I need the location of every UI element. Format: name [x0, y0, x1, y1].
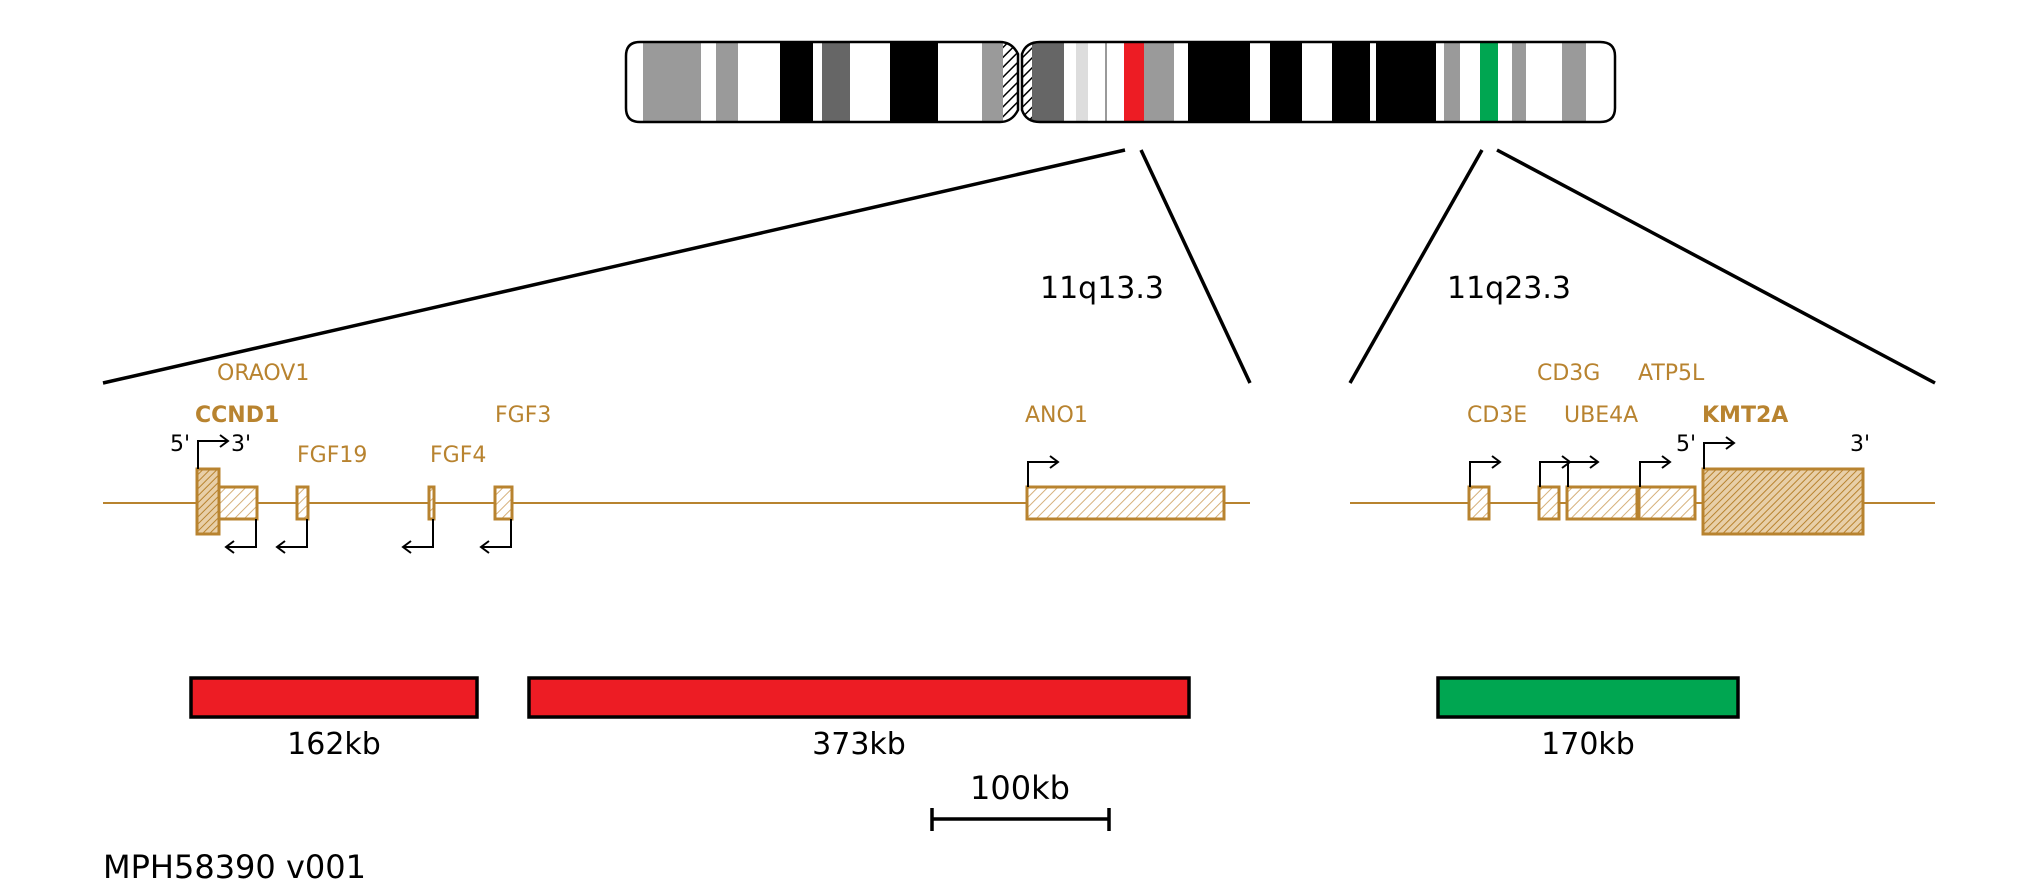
q-arm-outline — [1020, 40, 1617, 124]
band — [822, 42, 850, 122]
gene-label-cd3e: CD3E — [1467, 403, 1527, 428]
band — [716, 42, 738, 122]
band — [780, 42, 813, 122]
tss-arrow-ccnd1 — [197, 434, 230, 469]
zoom-line-left-a — [102, 148, 1126, 385]
band — [1076, 42, 1088, 122]
band — [982, 42, 1004, 122]
kmt2a-probe-band — [1480, 42, 1498, 122]
band — [1444, 42, 1460, 122]
p-arm-outline — [624, 40, 1020, 124]
probe-size-label-2: 373kb — [812, 727, 906, 762]
band — [890, 42, 938, 122]
probe-bar-red-2 — [527, 676, 1191, 719]
tss-arrow-atp5l — [1639, 455, 1672, 487]
chromosome-p-arm — [626, 42, 1018, 122]
tss-arrow-fgf4 — [401, 519, 434, 554]
band — [1105, 42, 1107, 122]
three-prime-label-ccnd1: 3' — [231, 432, 251, 457]
probe-size-label-1: 162kb — [287, 727, 381, 762]
gene-label-cd3g: CD3G — [1537, 361, 1600, 386]
ccnd1-probe-band — [1124, 42, 1144, 122]
tss-arrow-fgf3 — [479, 519, 512, 554]
locus-11q13: ORAOV1 CCND1 FGF19 FGF4 FGF3 ANO1 5' 3' — [103, 361, 1250, 554]
band — [1562, 42, 1586, 122]
tss-arrow-kmt2a — [1703, 436, 1736, 469]
band — [1144, 42, 1174, 122]
gene-label-ccnd1: CCND1 — [195, 403, 279, 428]
gene-fgf4 — [427, 485, 436, 521]
chromosome-ideogram — [624, 40, 1617, 124]
scale-bar: 100kb — [930, 769, 1111, 831]
centromere — [1003, 42, 1018, 122]
gene-fgf19 — [295, 485, 310, 521]
gene-fgf3 — [493, 485, 514, 521]
five-prime-label-kmt2a: 5' — [1676, 432, 1696, 457]
gene-label-fgf4: FGF4 — [430, 443, 486, 468]
scale-bar-label: 100kb — [970, 769, 1070, 807]
probe-bar-green — [1436, 676, 1740, 719]
probe-bar-red-1 — [189, 676, 479, 719]
tss-arrow-ano1 — [1027, 455, 1060, 487]
gene-label-fgf3: FGF3 — [495, 403, 551, 428]
product-code: MPH58390 v001 — [103, 848, 366, 886]
centromere — [1022, 42, 1032, 122]
chromosome-q-arm — [1022, 42, 1615, 122]
gene-label-kmt2a: KMT2A — [1702, 403, 1788, 428]
band — [1032, 42, 1064, 122]
gene-cd3g — [1537, 485, 1561, 521]
gene-label-fgf19: FGF19 — [297, 443, 367, 468]
probe-bars: 162kb 373kb 170kb — [189, 676, 1740, 762]
gene-label-oraov1: ORAOV1 — [217, 361, 309, 386]
tss-arrow-ube4a — [1567, 455, 1600, 487]
region-label-11q13: 11q13.3 — [1040, 271, 1164, 306]
locus-11q23: CD3E CD3G UBE4A ATP5L KMT2A 5' 3' — [1350, 361, 1935, 536]
gene-kmt2a — [1701, 467, 1865, 536]
gene-ano1 — [1025, 485, 1226, 521]
band — [643, 42, 701, 122]
tss-arrow-cd3e — [1469, 455, 1502, 487]
band — [1512, 42, 1526, 122]
tss-arrow-oraov1 — [224, 519, 257, 554]
zoom-lines — [102, 148, 1936, 385]
gene-atp5l — [1637, 485, 1697, 521]
band — [1332, 42, 1370, 122]
gene-ube4a — [1565, 485, 1639, 521]
zoom-line-left-b — [1139, 149, 1252, 384]
band — [1376, 42, 1436, 122]
tss-arrow-cd3g — [1539, 455, 1572, 487]
tss-arrow-fgf19 — [275, 519, 308, 554]
zoom-line-right-b — [1496, 148, 1936, 385]
gene-ccnd1 — [195, 467, 221, 536]
band — [1188, 42, 1250, 122]
gene-label-ano1: ANO1 — [1025, 403, 1088, 428]
gene-label-atp5l: ATP5L — [1638, 361, 1705, 386]
five-prime-label-ccnd1: 5' — [170, 432, 190, 457]
gene-label-ube4a: UBE4A — [1564, 403, 1638, 428]
probe-size-label-3: 170kb — [1541, 727, 1635, 762]
region-label-11q23: 11q23.3 — [1447, 271, 1571, 306]
band — [1270, 42, 1302, 122]
three-prime-label-kmt2a: 3' — [1850, 432, 1870, 457]
zoom-line-right-a — [1348, 149, 1484, 384]
gene-cd3e — [1467, 485, 1491, 521]
gene-oraov1 — [217, 485, 259, 521]
